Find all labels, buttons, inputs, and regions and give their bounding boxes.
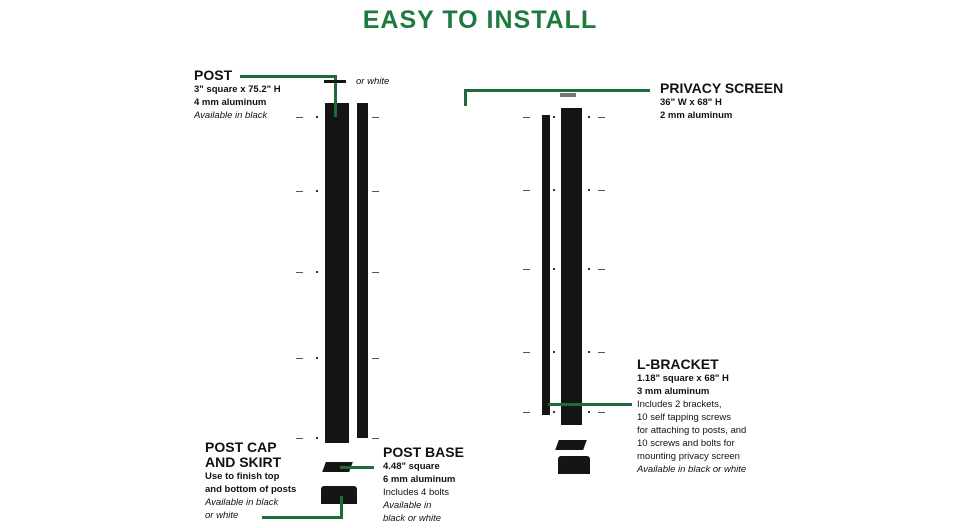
screw-marker-icon (316, 190, 318, 192)
post-cap-heading: POST CAP (205, 439, 277, 455)
post-cap-leader-line (262, 516, 342, 519)
post-image (325, 103, 349, 443)
post-cap-color-note: or white (356, 76, 390, 87)
post-base-material: 6 mm aluminum (383, 474, 456, 485)
post-base-detail: Includes 4 bolts (383, 487, 450, 498)
post-base-availability: black or white (383, 513, 442, 524)
post-image-right (561, 108, 582, 425)
screw-marker-icon (372, 272, 379, 273)
post-material: 4 mm aluminum (194, 97, 267, 108)
post-cap-availability: Available in black (205, 497, 279, 508)
post-cap-label: POST CAP AND SKIRT Use to finish top and… (205, 440, 296, 522)
post-leader-end (334, 100, 337, 117)
post-availability: Available in black (194, 110, 268, 121)
screw-marker-icon (553, 116, 555, 118)
privacy-leader-line-v (464, 89, 467, 106)
l-bracket-detail: mounting privacy screen (637, 451, 740, 462)
post-cap-heading-2: AND SKIRT (205, 454, 282, 470)
screw-marker-icon (588, 411, 590, 413)
l-bracket-label: L-BRACKET 1.18" square x 68" H 3 mm alum… (637, 357, 746, 476)
screw-marker-icon (372, 117, 379, 118)
l-bracket-image-left (357, 103, 368, 438)
screw-marker-icon (553, 189, 555, 191)
post-cap-desc: and bottom of posts (205, 484, 297, 495)
screw-marker-icon (588, 189, 590, 191)
post-skirt-icon-right (558, 456, 590, 474)
screw-marker-icon (598, 352, 605, 353)
privacy-screen-material: 2 mm aluminum (660, 110, 733, 121)
screw-marker-icon (372, 191, 379, 192)
post-base-label: POST BASE 4.48" square 6 mm aluminum Inc… (383, 445, 464, 525)
screw-marker-icon (553, 411, 555, 413)
screw-marker-icon (296, 438, 303, 439)
l-bracket-spec: 1.18" square x 68" H (637, 373, 729, 384)
post-skirt-icon (321, 486, 357, 504)
l-bracket-material: 3 mm aluminum (637, 386, 710, 397)
post-cap-leader-line-v (340, 496, 343, 519)
screw-marker-icon (523, 190, 530, 191)
post-spec: 3" square x 75.2" H (194, 84, 281, 95)
screw-marker-icon (598, 412, 605, 413)
l-bracket-availability: Available in black or white (637, 464, 747, 475)
screw-marker-icon (296, 358, 303, 359)
screw-marker-icon (598, 190, 605, 191)
l-bracket-detail: 10 screws and bolts for (637, 438, 735, 449)
screw-marker-icon (588, 268, 590, 270)
screw-marker-icon (372, 358, 379, 359)
screw-marker-icon (553, 351, 555, 353)
post-leader-line-v (334, 75, 337, 117)
screw-marker-icon (523, 412, 530, 413)
screw-marker-icon (588, 351, 590, 353)
screw-marker-icon (372, 438, 379, 439)
screw-marker-icon (523, 117, 530, 118)
post-label: POST 3" square x 75.2" H 4 mm aluminum A… (194, 68, 281, 122)
post-base-leader-line (340, 466, 374, 469)
privacy-screen-heading: PRIVACY SCREEN (660, 80, 784, 96)
screw-marker-icon (296, 191, 303, 192)
post-cap-availability: or white (205, 510, 239, 521)
post-base-availability: Available in (383, 500, 432, 511)
screw-marker-icon (316, 357, 318, 359)
post-leader-line (240, 75, 337, 78)
l-bracket-detail: 10 self tapping screws (637, 412, 731, 423)
post-cap-desc: Use to finish top (205, 471, 280, 482)
screw-marker-icon (523, 352, 530, 353)
privacy-screen-spec: 36" W x 68" H (660, 97, 722, 108)
l-bracket-detail: Includes 2 brackets, (637, 399, 722, 410)
screw-marker-icon (523, 269, 530, 270)
page-title: EASY TO INSTALL (362, 6, 598, 34)
post-cap-icon-right (560, 93, 576, 97)
privacy-screen-label: PRIVACY SCREEN 36" W x 68" H 2 mm alumin… (660, 81, 783, 122)
screw-marker-icon (316, 271, 318, 273)
post-base-plate-icon-right (555, 440, 587, 450)
screw-marker-icon (296, 272, 303, 273)
screw-marker-icon (553, 268, 555, 270)
screw-marker-icon (316, 437, 318, 439)
post-heading: POST (194, 67, 233, 83)
l-bracket-leader-line (548, 403, 632, 406)
screw-marker-icon (588, 116, 590, 118)
screw-marker-icon (296, 117, 303, 118)
l-bracket-image-right (542, 115, 550, 415)
screw-marker-icon (598, 269, 605, 270)
l-bracket-detail: for attaching to posts, and (637, 425, 747, 436)
privacy-leader-line (464, 89, 650, 92)
screw-marker-icon (598, 117, 605, 118)
post-base-heading: POST BASE (383, 444, 464, 460)
post-cap-icon (324, 80, 346, 83)
l-bracket-heading: L-BRACKET (637, 356, 719, 372)
screw-marker-icon (316, 116, 318, 118)
post-base-spec: 4.48" square (383, 461, 440, 472)
